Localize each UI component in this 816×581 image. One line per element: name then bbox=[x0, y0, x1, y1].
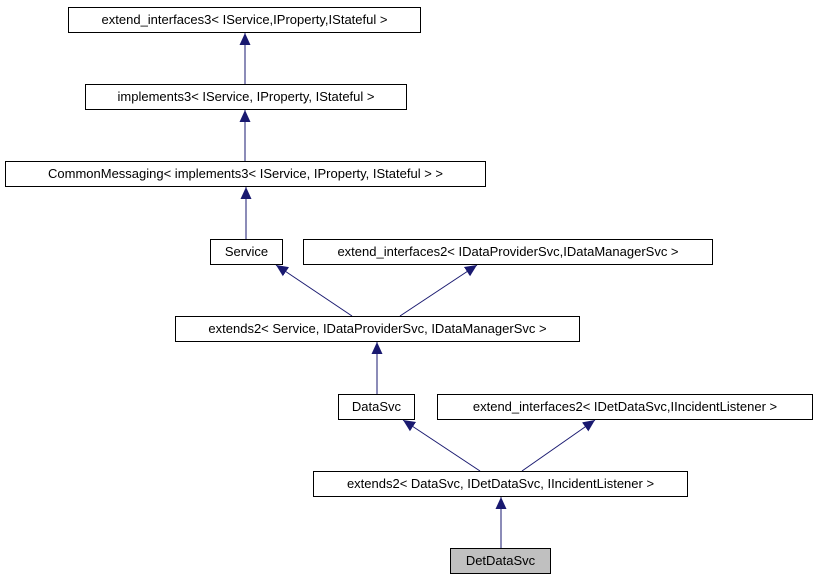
edge-extends2-datasvc-to-datasvc bbox=[402, 419, 481, 472]
edge-extends2-service-to-extend-interfaces2-data bbox=[399, 264, 478, 317]
node-detdatasvc: DetDataSvc bbox=[450, 548, 551, 574]
node-extend-interfaces2-det[interactable]: extend_interfaces2< IDetDataSvc,IInciden… bbox=[437, 394, 813, 420]
node-extend-interfaces3[interactable]: extend_interfaces3< IService,IProperty,I… bbox=[68, 7, 421, 33]
node-extends2-service[interactable]: extends2< Service, IDataProviderSvc, IDa… bbox=[175, 316, 580, 342]
node-extends2-datasvc[interactable]: extends2< DataSvc, IDetDataSvc, IInciden… bbox=[313, 471, 688, 497]
edge-extends2-datasvc-to-extend-interfaces2-det bbox=[521, 419, 596, 472]
edge-extends2-service-to-service bbox=[275, 264, 353, 317]
node-extend-interfaces2-data[interactable]: extend_interfaces2< IDataProviderSvc,IDa… bbox=[303, 239, 713, 265]
node-implements3[interactable]: implements3< IService, IProperty, IState… bbox=[85, 84, 407, 110]
node-datasvc[interactable]: DataSvc bbox=[338, 394, 415, 420]
node-service[interactable]: Service bbox=[210, 239, 283, 265]
node-commonmessaging[interactable]: CommonMessaging< implements3< IService, … bbox=[5, 161, 486, 187]
